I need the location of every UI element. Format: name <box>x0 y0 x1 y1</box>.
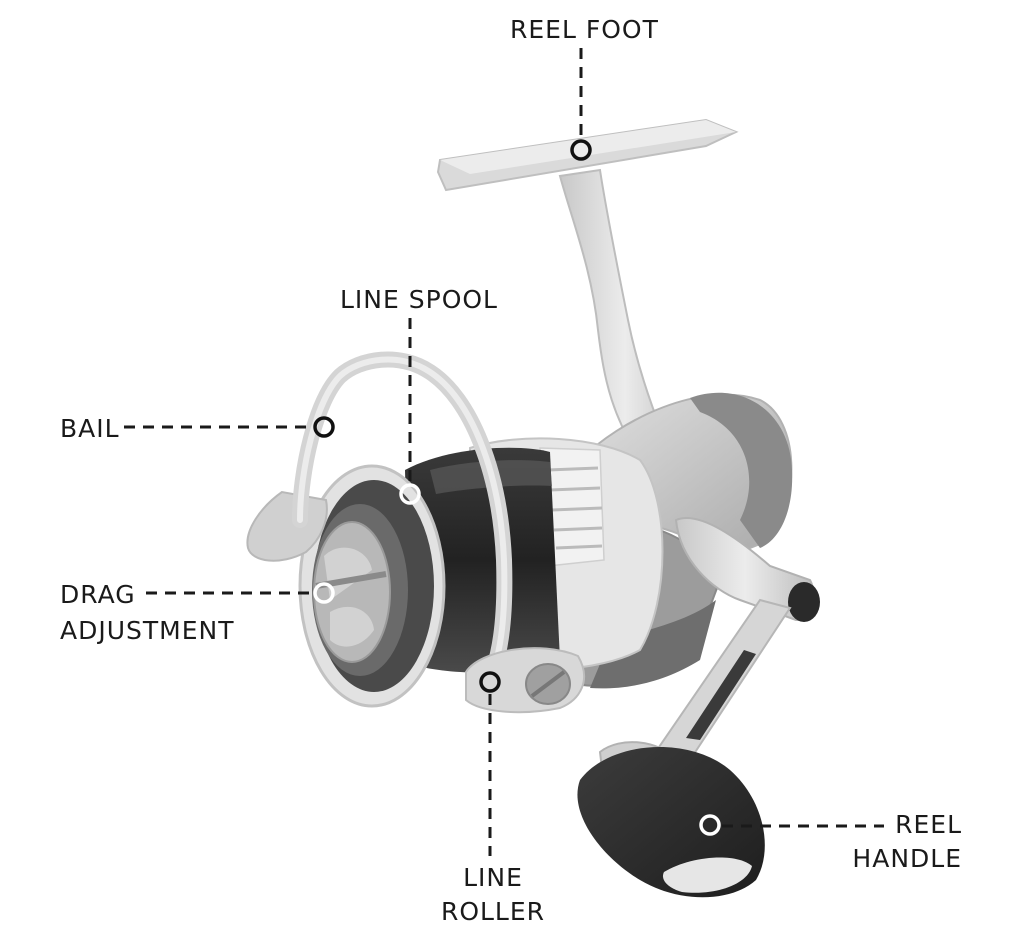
reel-foot-marker <box>570 139 592 161</box>
callout-labels: REEL FOOT LINE SPOOL BAIL DRAG ADJUSTMEN… <box>60 15 962 926</box>
line-spool-label: LINE SPOOL <box>340 285 498 314</box>
callout-markers <box>313 139 721 836</box>
drag-knob-part <box>298 464 446 708</box>
reel-handle-part <box>577 517 820 898</box>
reel-handle-label-line1: REEL <box>895 810 962 839</box>
line-roller-label-line1: LINE <box>463 863 523 892</box>
reel-handle-marker <box>699 814 721 836</box>
bail-label: BAIL <box>60 414 120 443</box>
line-roller-label-line2: ROLLER <box>441 897 545 926</box>
bail-part <box>246 351 513 676</box>
line-roller-part <box>465 647 585 714</box>
bail-marker <box>313 416 335 438</box>
line-spool-marker <box>399 483 421 505</box>
reel-illustration <box>246 118 820 898</box>
drag-marker <box>313 582 335 604</box>
drag-label-line2: ADJUSTMENT <box>60 616 235 645</box>
drag-label-line1: DRAG <box>60 580 136 609</box>
leader-lines <box>124 48 884 856</box>
reel-foot-label: REEL FOOT <box>510 15 659 44</box>
reel-handle-label-line2: HANDLE <box>852 844 962 873</box>
line-roller-marker <box>479 671 501 693</box>
